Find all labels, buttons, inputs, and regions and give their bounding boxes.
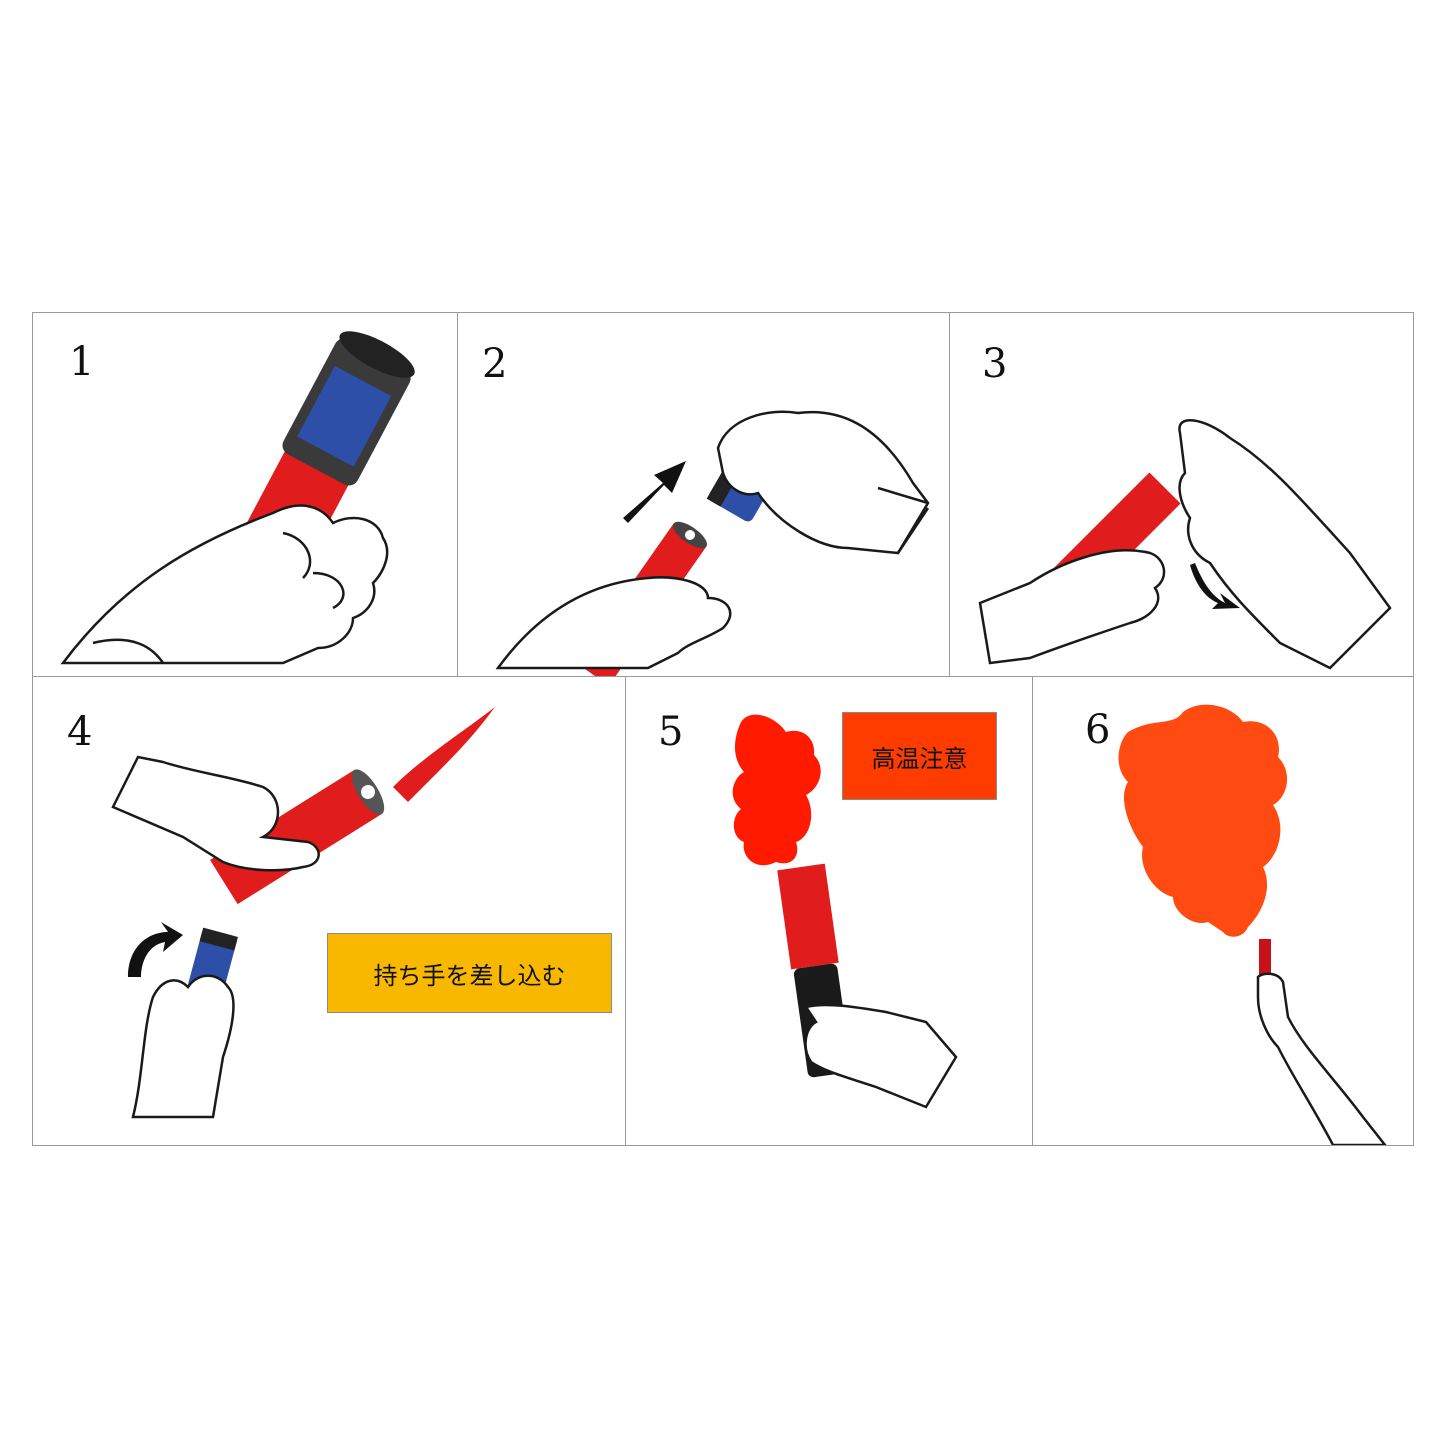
- high-temperature-caption: 高温注意: [842, 712, 997, 800]
- remove-cap-illustration: [495, 410, 930, 676]
- arrow-icon: [623, 461, 686, 523]
- step-panel-5: 5 高温注意: [625, 676, 1033, 1146]
- curved-arrow-icon: [128, 922, 183, 977]
- step-panel-6: 6: [1032, 676, 1414, 1146]
- step-number: 4: [67, 709, 93, 755]
- step-panel-4: 4 持ち手を差し込む: [32, 676, 626, 1146]
- smoke-cloud-icon: [1118, 704, 1288, 937]
- step-number: 2: [482, 341, 508, 387]
- insert-handle-caption: 持ち手を差し込む: [327, 933, 612, 1013]
- step-number: 5: [658, 709, 684, 755]
- smoke-cloud-icon: [732, 714, 821, 866]
- spark-flame-icon: [393, 707, 495, 802]
- red-smoke-burning-illustration: [732, 714, 958, 1109]
- step-number: 1: [69, 339, 95, 385]
- step-number: 3: [982, 341, 1008, 387]
- step-number: 6: [1085, 707, 1111, 753]
- rotate-arrow-icon: [1190, 563, 1240, 609]
- step-panel-2: 2: [457, 312, 950, 677]
- flare-held-in-hand-illustration: Pakkom: [60, 331, 420, 665]
- orange-smoke-illustration: [1118, 704, 1387, 1145]
- step-panel-3: 3: [949, 312, 1414, 677]
- insert-handle-illustration: [111, 707, 495, 1119]
- open-cap-illustration: [978, 419, 1392, 670]
- step-panel-1: 1 Pakkom: [32, 312, 458, 677]
